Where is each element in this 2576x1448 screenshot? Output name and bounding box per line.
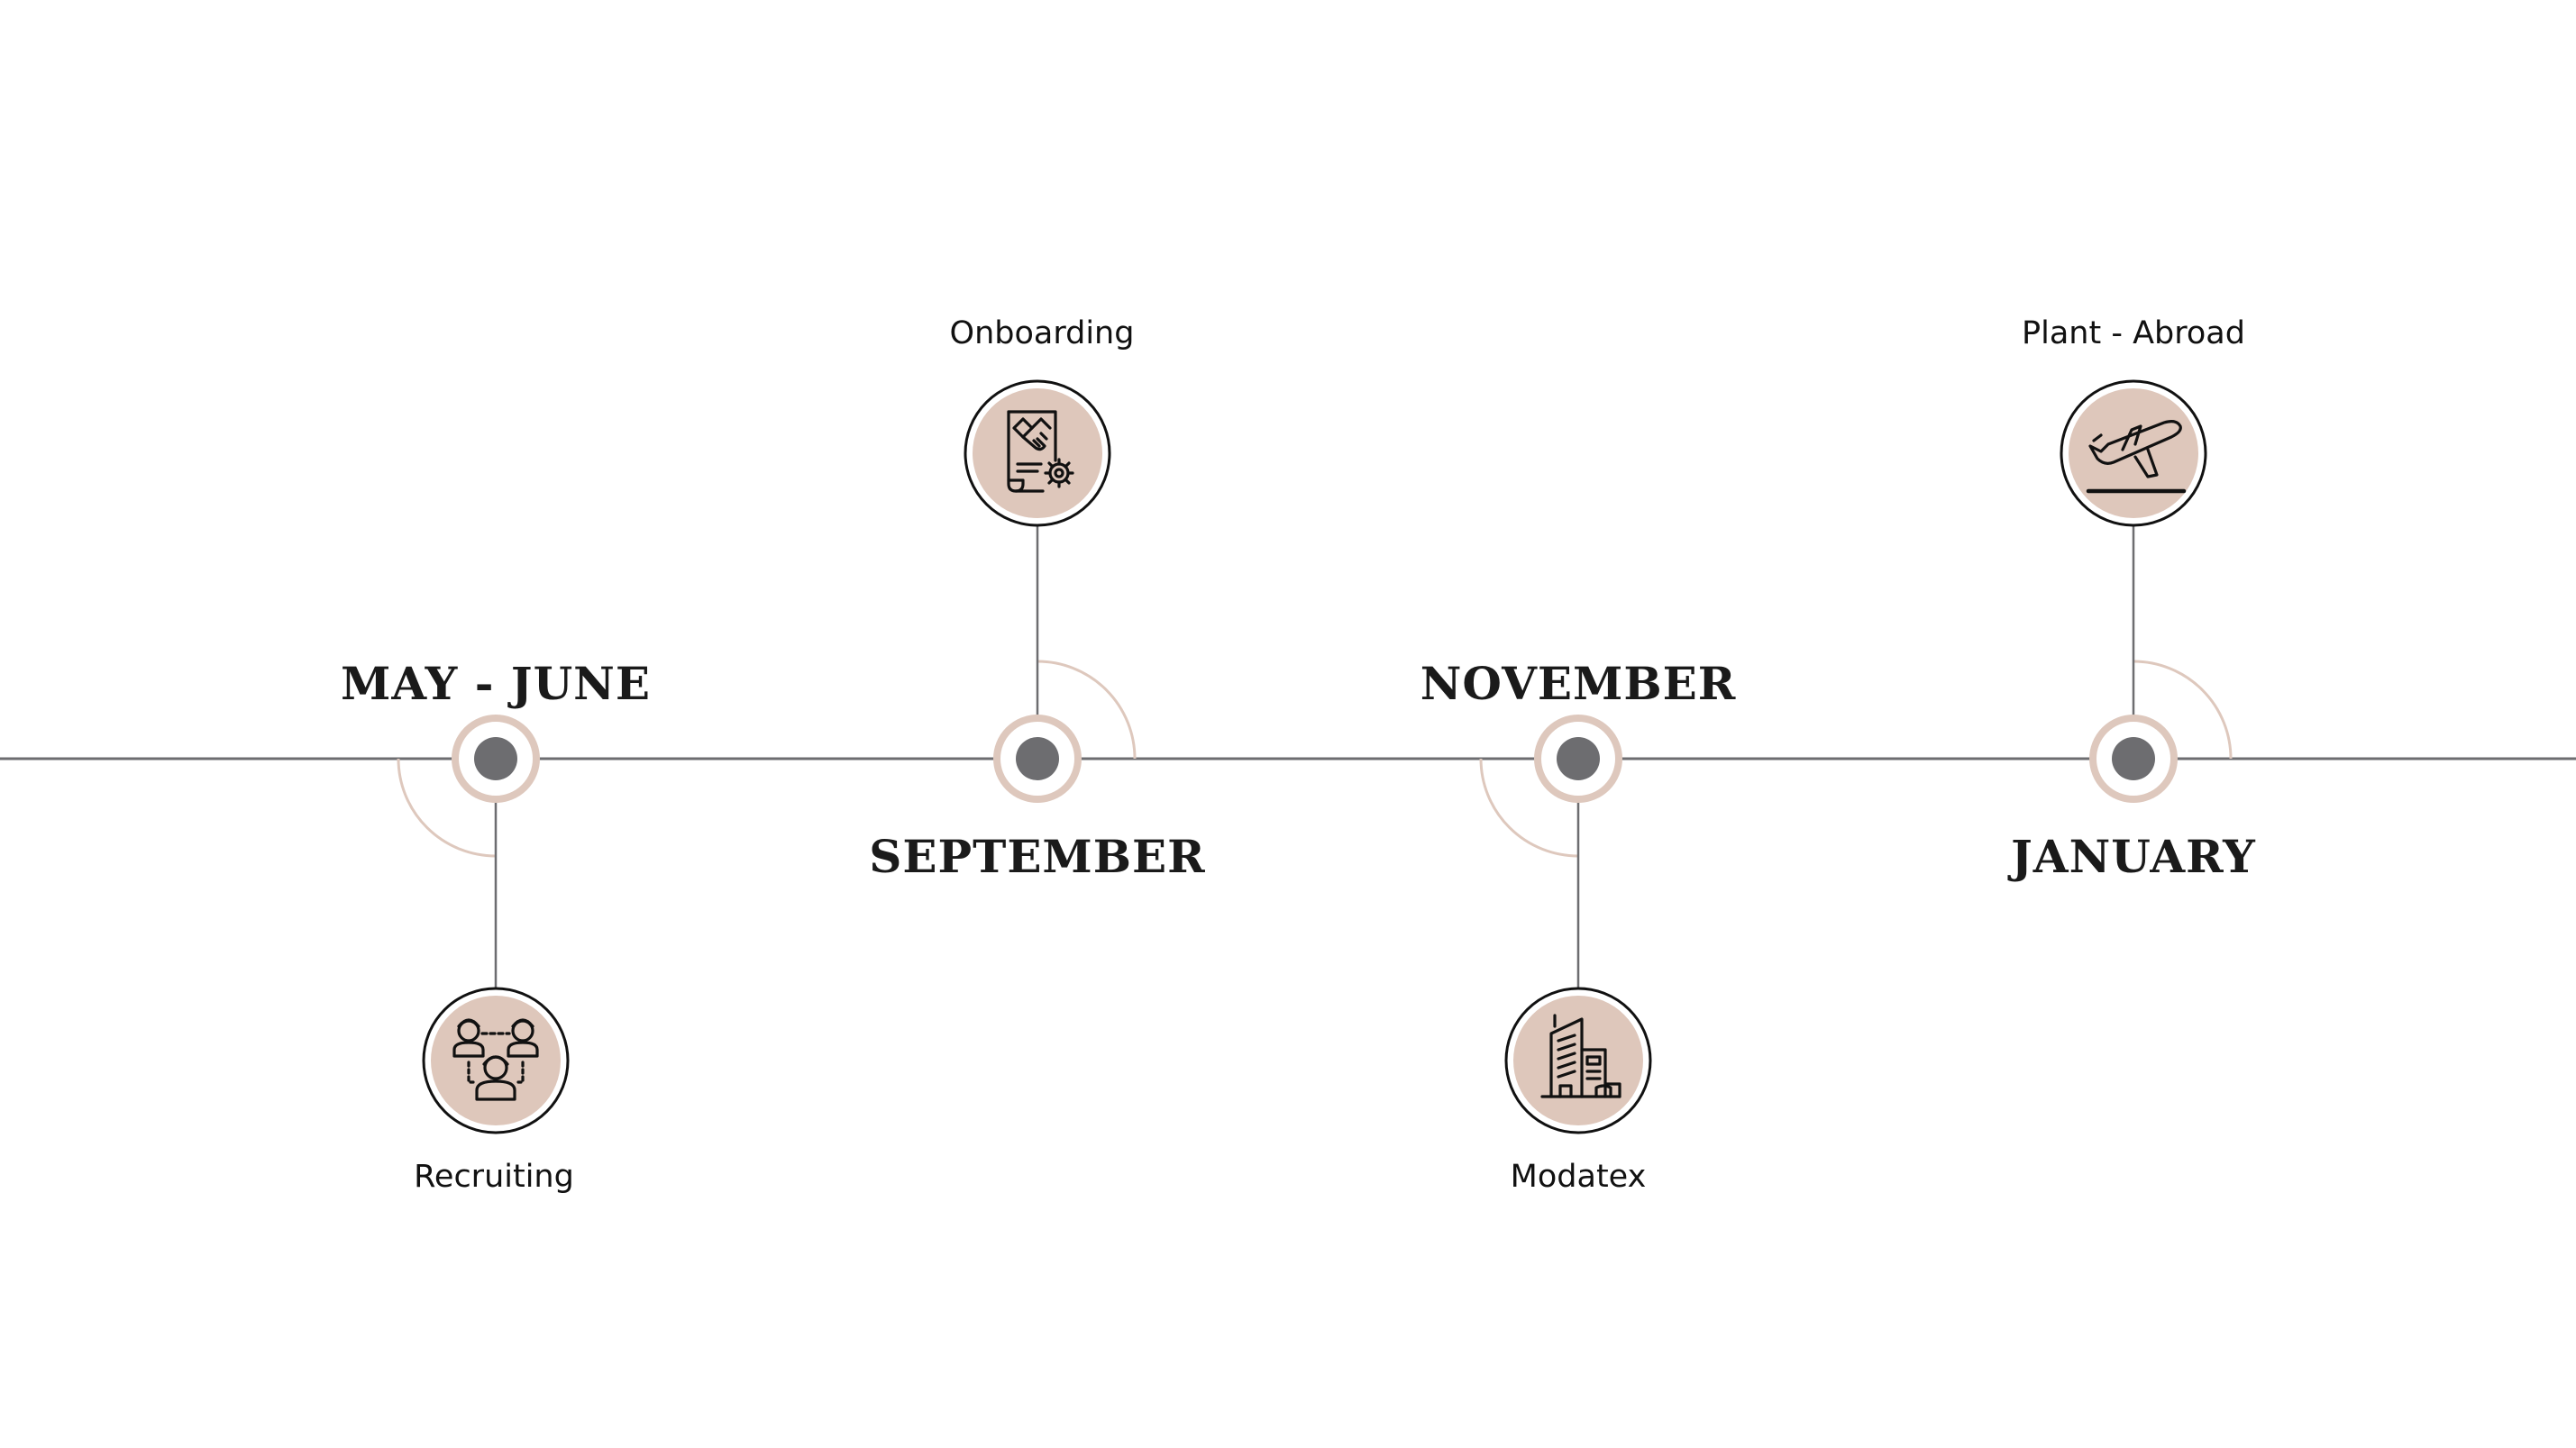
handshake-contract-gear-icon	[1007, 410, 1074, 493]
milestone-1-graphics	[397, 715, 570, 1134]
milestone-1-arc	[397, 758, 497, 858]
milestone-2-period-label: SEPTEMBER	[869, 830, 1206, 883]
office-building-icon	[1540, 1014, 1621, 1098]
milestone-4-node-dot	[2112, 737, 2155, 780]
milestone-2-arc	[1037, 660, 1137, 760]
milestone-3-icon-fill	[1513, 996, 1643, 1125]
milestone-4-period-label: JANUARY	[2011, 830, 2256, 883]
milestone-4-arc	[2133, 660, 2233, 760]
milestone-3-arc	[1479, 758, 1579, 858]
milestone-3-graphics	[1479, 715, 1652, 1134]
people-network-icon	[452, 1018, 539, 1101]
milestone-2-icon-fill	[973, 388, 1102, 518]
milestone-2-graphics	[964, 379, 1137, 803]
milestone-3-event-label: Modatex	[1510, 1159, 1647, 1195]
milestone-4-graphics	[2060, 379, 2233, 803]
milestone-1-event-label: Recruiting	[414, 1159, 574, 1195]
milestone-3-node-dot	[1557, 737, 1600, 780]
milestone-2-node-dot	[1016, 737, 1059, 780]
milestone-1-period-label: MAY - JUNE	[341, 657, 651, 710]
milestone-2-event-label: Onboarding	[949, 315, 1135, 351]
milestone-1-node-dot	[474, 737, 517, 780]
milestone-3-period-label: NOVEMBER	[1420, 657, 1737, 710]
airplane-takeoff-icon	[2086, 420, 2187, 494]
milestone-1-icon-fill	[431, 996, 561, 1125]
milestone-4-event-label: Plant - Abroad	[2022, 315, 2245, 351]
